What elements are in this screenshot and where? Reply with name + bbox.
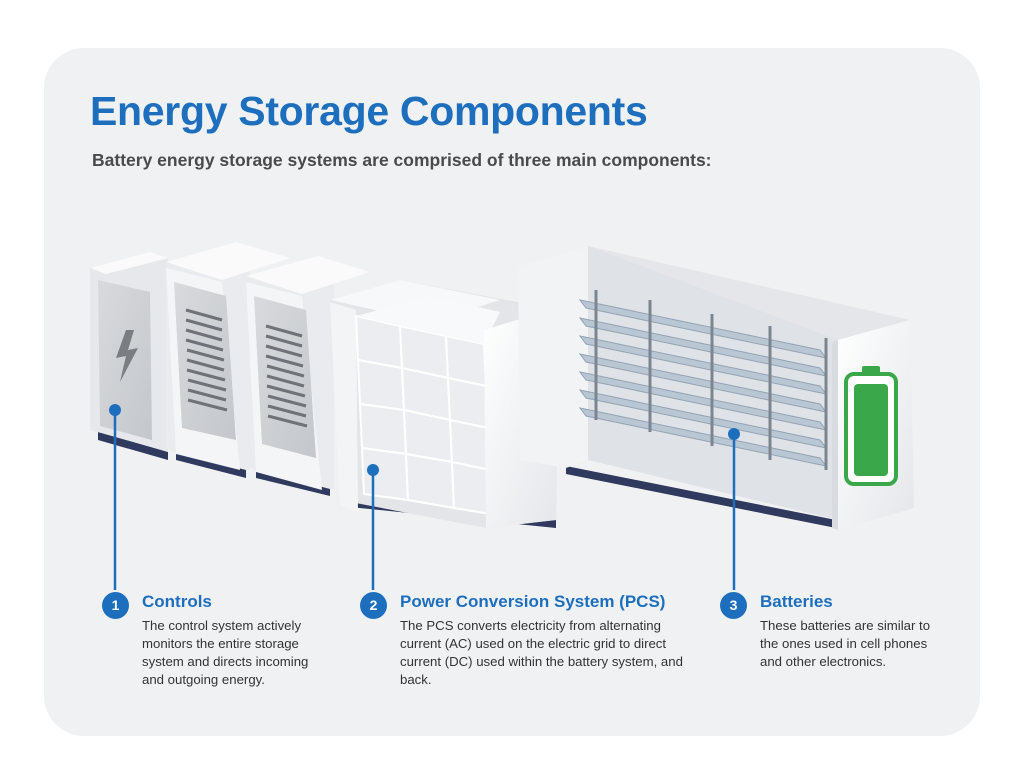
pcs-front-frame: [330, 302, 358, 512]
callout-dot: [109, 404, 121, 416]
callout-controls: [109, 404, 121, 590]
number-badge: 3: [720, 592, 747, 619]
cabinet-panel: [98, 280, 152, 440]
vent-lines: [265, 324, 308, 428]
battery-container: [518, 246, 914, 530]
vent-lines: [185, 308, 228, 412]
container-left-wall: [518, 246, 588, 468]
callout-batteries: [728, 428, 740, 590]
cabinet-top: [246, 256, 370, 294]
component-description: These batteries are similar to the ones …: [760, 618, 931, 669]
component-title: Batteries: [760, 592, 833, 611]
callout-pcs: [367, 464, 379, 590]
page-title: Energy Storage Components: [90, 88, 648, 134]
container-shadow: [566, 466, 836, 528]
page-subtitle: Battery energy storage systems are compr…: [92, 150, 712, 170]
pcs-modules: [354, 314, 492, 516]
component-title: Power Conversion System (PCS): [400, 592, 666, 611]
controls-cabinets: [90, 242, 370, 496]
cabinet-shadow: [176, 452, 246, 478]
callout-dot: [728, 428, 740, 440]
battery-icon: [844, 366, 898, 486]
number-badge: 1: [102, 592, 129, 619]
battery-racks: [578, 290, 828, 470]
lightning-bolt-icon: [116, 330, 138, 382]
component-description: The control system actively monitors the…: [142, 618, 309, 687]
number-badge: 2: [360, 592, 387, 619]
container-end-side: [832, 340, 838, 530]
pcs-module-tops: [356, 296, 500, 344]
pcs-cabinet: [330, 280, 560, 528]
component-description: The PCS converts electricity from altern…: [400, 618, 683, 687]
component-title: Controls: [142, 592, 212, 611]
cabinet-top: [166, 242, 290, 280]
callout-dot: [367, 464, 379, 476]
cabinet-front: [90, 252, 168, 274]
